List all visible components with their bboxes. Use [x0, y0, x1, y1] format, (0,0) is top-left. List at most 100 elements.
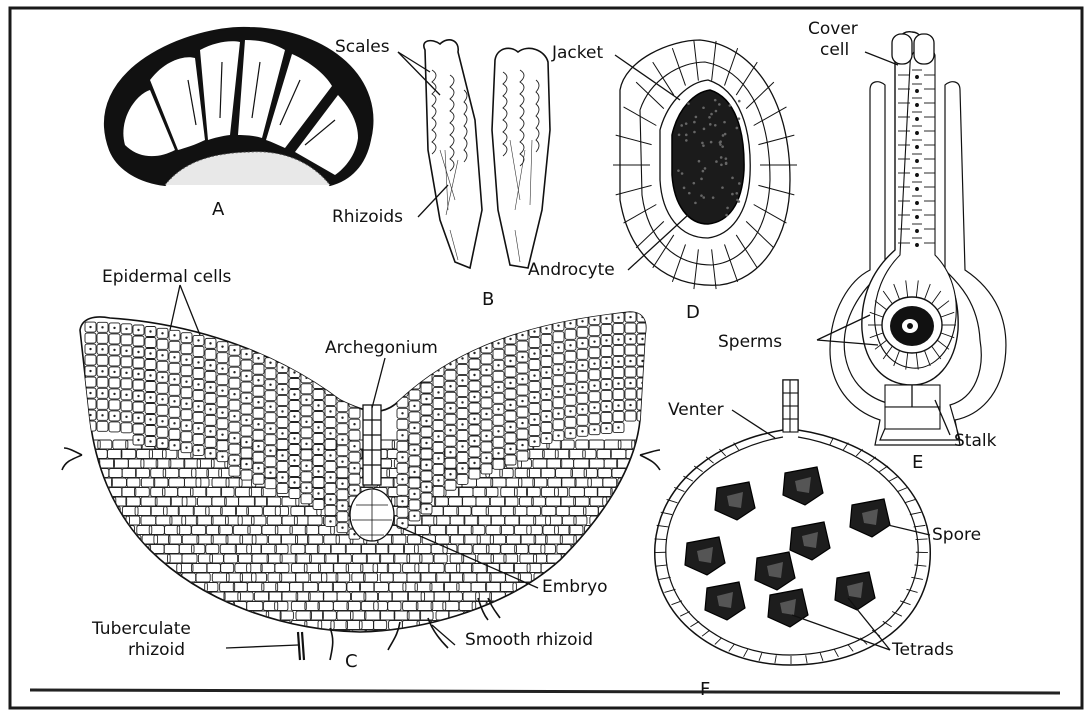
cell-dot — [437, 435, 439, 437]
label-smooth-rhizoid: Smooth rhizoid — [465, 630, 593, 650]
neck-canal-dot — [916, 174, 919, 177]
cell-dot — [437, 457, 439, 459]
chlorenchyma-cell — [493, 371, 504, 381]
label-tuberculate-line1: Tuberculate — [91, 619, 191, 639]
cell-dot — [233, 459, 235, 461]
chlorenchyma-cell — [421, 471, 432, 481]
cell-dot — [161, 354, 163, 356]
chlorenchyma-cell — [241, 404, 252, 414]
chlorenchyma-cell — [217, 441, 228, 451]
parenchyma-cell — [626, 583, 640, 592]
chlorenchyma-cell — [85, 355, 96, 365]
cell-dot — [293, 459, 295, 461]
cell-dot — [581, 408, 583, 410]
chlorenchyma-cell — [397, 485, 408, 495]
capsule-wall — [916, 539, 928, 540]
cell-dot — [593, 428, 595, 430]
parenchyma-cell — [415, 640, 429, 649]
androcyte-dot — [685, 134, 688, 137]
chlorenchyma-cell — [469, 359, 480, 369]
cell-dot — [305, 399, 307, 401]
chlorenchyma-cell — [181, 388, 192, 398]
chlorenchyma-cell — [337, 512, 348, 522]
parenchyma-cell — [99, 516, 115, 525]
parenchyma-cell — [630, 611, 646, 620]
parenchyma-cell — [541, 602, 555, 611]
chlorenchyma-cell — [589, 392, 600, 402]
chlorenchyma-cell — [193, 368, 204, 378]
cell-dot — [281, 410, 283, 412]
androcyte-dot — [694, 202, 697, 205]
cell-dot — [521, 422, 523, 424]
cell-dot — [413, 449, 415, 451]
androcyte-dot — [688, 192, 691, 195]
chlorenchyma-cell — [457, 386, 468, 396]
chlorenchyma-cell — [601, 390, 612, 400]
parenchyma-cell — [191, 621, 206, 630]
chlorenchyma-cell — [541, 400, 552, 410]
androcyte-dot — [738, 200, 741, 203]
androcyte-dot — [677, 169, 680, 172]
parenchyma-cell — [85, 573, 101, 582]
cell-dot — [569, 410, 571, 412]
cell-dot — [293, 481, 295, 483]
cell-dot — [413, 515, 415, 517]
chlorenchyma-cell — [433, 376, 444, 386]
parenchyma-cell — [612, 545, 628, 554]
parenchyma-cell — [85, 554, 98, 563]
parenchyma-cell — [109, 545, 126, 554]
androcyte-dot — [681, 172, 684, 175]
chlorenchyma-cell — [457, 474, 468, 484]
parenchyma-cell — [168, 592, 183, 601]
cell-dot — [449, 451, 451, 453]
cell-dot — [533, 396, 535, 398]
chlorenchyma-cell — [145, 337, 156, 347]
chlorenchyma-cell — [469, 381, 480, 391]
cell-dot — [545, 371, 547, 373]
cell-dot — [401, 390, 403, 392]
parenchyma-cell — [625, 488, 640, 497]
cell-dot — [533, 374, 535, 376]
cell-dot — [137, 351, 139, 353]
parenchyma-cell — [611, 583, 626, 592]
label-jacket: Jacket — [551, 43, 603, 63]
chlorenchyma-cell — [445, 370, 456, 380]
parenchyma-cell — [604, 611, 619, 620]
cell-dot — [221, 433, 223, 435]
cell-dot — [449, 429, 451, 431]
androcyte-dot — [683, 187, 686, 190]
androcyte-dot — [702, 170, 705, 173]
chlorenchyma-cell — [97, 421, 108, 431]
androcyte-dot — [723, 121, 726, 124]
parenchyma-cell — [151, 583, 164, 592]
chlorenchyma-cell — [205, 393, 216, 403]
cell-dot — [269, 384, 271, 386]
cell-dot — [425, 486, 427, 488]
parenchyma-cell — [113, 535, 127, 544]
parenchyma-cell — [142, 592, 156, 601]
parenchyma-cell — [233, 621, 249, 630]
chlorenchyma-cell — [313, 412, 324, 422]
chlorenchyma-cell — [109, 356, 120, 366]
cell-dot — [617, 338, 619, 340]
parenchyma-cell — [519, 611, 534, 620]
chlorenchyma-cell — [181, 410, 192, 420]
parenchyma-cell — [123, 583, 137, 592]
cell-dot — [161, 420, 163, 422]
chlorenchyma-cell — [625, 389, 636, 399]
cell-dot — [509, 360, 511, 362]
cell-dot — [197, 383, 199, 385]
androcyte-dot — [698, 160, 701, 163]
parenchyma-cell — [192, 640, 208, 649]
cell-dot — [353, 401, 355, 403]
label-spore: Spore — [932, 525, 981, 545]
parenchyma-cell — [93, 488, 108, 497]
chlorenchyma-cell — [277, 461, 288, 471]
cell-dot — [137, 329, 139, 331]
parenchyma-cell — [86, 497, 100, 506]
parenchyma-cell — [127, 554, 140, 563]
cell-dot — [521, 444, 523, 446]
chlorenchyma-cell — [505, 455, 516, 465]
cell-dot — [437, 413, 439, 415]
cell-dot — [209, 386, 211, 388]
